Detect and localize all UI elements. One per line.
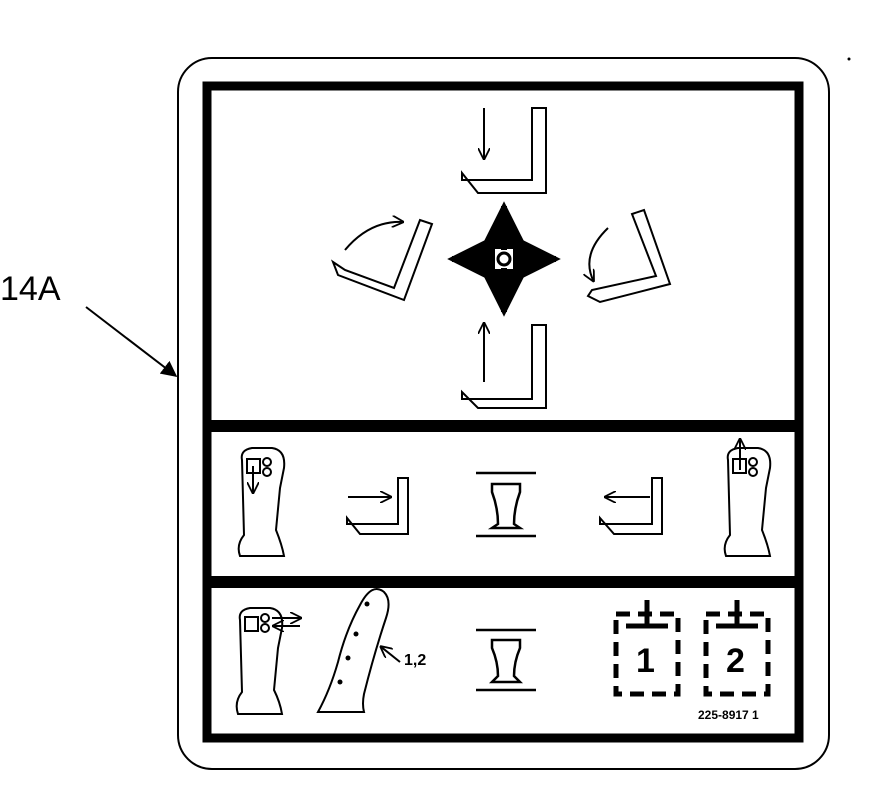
bucket-curl-symbol <box>330 220 434 302</box>
float-symbol-bottom <box>476 628 536 692</box>
callout-leader <box>85 306 178 377</box>
joystick-bottom-icon <box>235 607 302 715</box>
part-number: 225-8917 1 <box>698 708 759 722</box>
cylinder-1-rod <box>626 600 668 629</box>
joystick-right-icon <box>723 438 772 557</box>
bucket-raise-symbol <box>461 322 547 409</box>
stray-mark <box>847 57 851 61</box>
cylinder-1-label: 1 <box>636 642 655 680</box>
joystick-buttons-icon <box>316 588 401 713</box>
cylinder-2-rod <box>716 600 758 629</box>
bucket-lower-symbol <box>461 107 547 194</box>
joystick-buttons-label: 1,2 <box>404 652 427 669</box>
direction-cross-center <box>496 251 512 267</box>
decal-outline <box>177 57 830 770</box>
cylinder-2-label: 2 <box>726 642 745 680</box>
bucket-float-symbol-right <box>599 477 663 535</box>
panel-divider-2 <box>207 576 799 588</box>
decal-frame <box>202 81 804 743</box>
float-symbol-middle <box>476 471 536 538</box>
direction-cross-icon <box>447 201 561 317</box>
bucket-float-symbol-left <box>346 477 409 535</box>
joystick-left-icon <box>237 447 286 557</box>
bucket-dump-symbol <box>588 208 672 304</box>
panel-divider-1 <box>207 420 799 432</box>
callout-label: 14A <box>0 270 61 308</box>
joystick-button-dots <box>337 601 370 685</box>
